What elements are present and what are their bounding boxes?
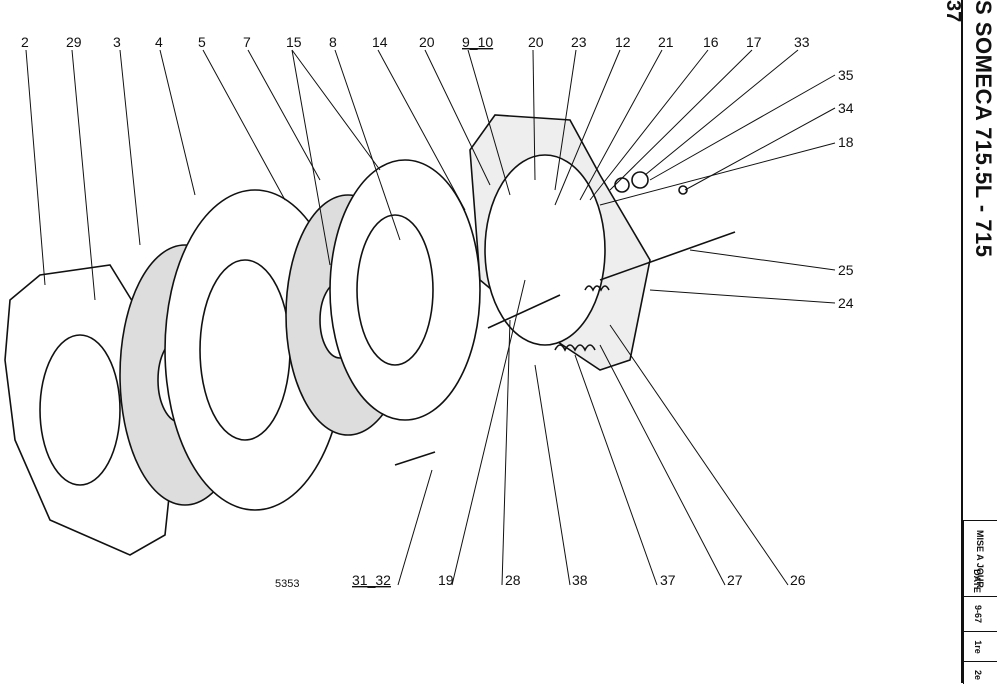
part-spring [554, 344, 596, 352]
part-long-bolt [599, 231, 736, 281]
label-27: 27 [727, 572, 743, 588]
top-labels: 2 29 3 4 5 7 15 8 14 20 9_10 20 23 12 21… [21, 34, 810, 50]
label-14: 14 [372, 34, 388, 50]
label-38: 38 [572, 572, 588, 588]
part-intermediate-plate-inner [356, 214, 434, 366]
label-33: 33 [794, 34, 810, 50]
margin-rule [961, 0, 963, 683]
label-24: 24 [838, 295, 854, 311]
update-col2: 2e [964, 661, 997, 685]
label-34: 34 [838, 100, 854, 116]
label-16: 16 [703, 34, 719, 50]
label-3: 3 [113, 34, 121, 50]
part-cover-ring-hole [39, 334, 121, 486]
document-title: S SOMECA 715.5L - 715 [971, 0, 996, 258]
part-spring-small [584, 285, 610, 292]
part-rod [487, 294, 561, 329]
label-18: 18 [838, 134, 854, 150]
right-labels: 35 34 18 25 24 [838, 67, 854, 311]
label-23: 23 [571, 34, 587, 50]
label-12: 12 [615, 34, 631, 50]
part-back-plate-ring [484, 154, 606, 346]
update-date-value: 9-67 [964, 596, 997, 632]
label-19: 19 [438, 572, 454, 588]
col2-text: 2e [973, 669, 983, 680]
part-nut-33 [614, 177, 630, 193]
part-washer-35 [631, 171, 649, 189]
label-21: 21 [658, 34, 674, 50]
update-col1: 1re [964, 631, 997, 662]
label-25: 25 [838, 262, 854, 278]
part-bolt-31-32 [394, 451, 436, 466]
label-4: 4 [155, 34, 163, 50]
leader-lines [25, 49, 836, 586]
label-31-32: 31_32 [352, 572, 391, 588]
label-2: 2 [21, 34, 29, 50]
plate-number: 5353 [275, 578, 299, 590]
label-26: 26 [790, 572, 806, 588]
label-20b: 20 [528, 34, 544, 50]
part-screw-34 [678, 185, 688, 195]
label-5: 5 [198, 34, 206, 50]
label-15: 15 [286, 34, 302, 50]
label-9-10: 9_10 [462, 34, 493, 50]
label-17: 17 [746, 34, 762, 50]
label-35: 35 [838, 67, 854, 83]
label-28: 28 [505, 572, 521, 588]
label-7: 7 [243, 34, 251, 50]
bottom-labels: 5353 31_32 19 28 38 37 27 26 [275, 572, 806, 590]
label-20a: 20 [419, 34, 435, 50]
part-pressure-plate-inner [199, 259, 291, 441]
label-29: 29 [66, 34, 82, 50]
update-table: MISE A JOUR DATE 9-67 1re 2e [963, 520, 997, 684]
label-8: 8 [329, 34, 337, 50]
update-date-label: DATE [964, 569, 997, 596]
label-37: 37 [660, 572, 676, 588]
clutch-parts [4, 114, 736, 556]
